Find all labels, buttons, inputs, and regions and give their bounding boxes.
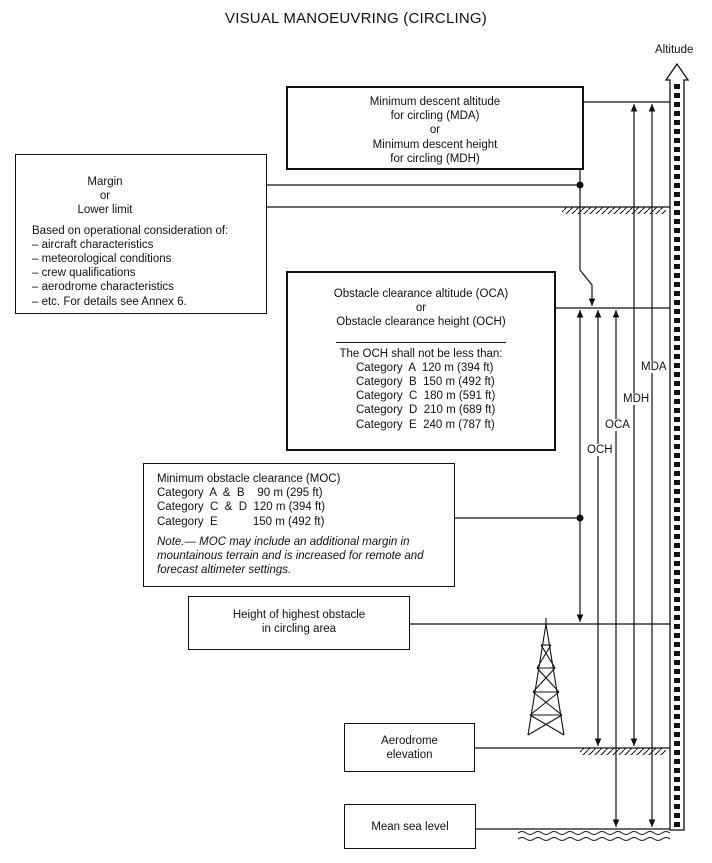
oca-line-1: Obstacle clearance altitude (OCA)	[333, 288, 509, 300]
altitude-axis-label: Altitude	[655, 44, 694, 56]
mdh-label: MDH	[622, 393, 651, 405]
mda-line-5: for circling (MDH)	[390, 152, 480, 165]
aerodrome-hatch	[580, 748, 666, 755]
mda-line-4: Minimum descent height	[372, 138, 498, 151]
och-category-e: Category E 240 m (787 ft)	[356, 418, 495, 431]
mda-line-3: or	[429, 124, 441, 137]
mda-mdh-definition-panel: Minimum descent altitude for circling (M…	[286, 86, 584, 170]
oca-line-2: or	[415, 302, 427, 315]
aerodrome-elevation-box: Aerodrome elevation	[344, 723, 475, 772]
mda-line-1: Minimum descent altitude	[369, 96, 501, 108]
och-category-b: Category B 150 m (492 ft)	[356, 376, 495, 389]
margin-to-oca-arrow	[579, 185, 596, 306]
moc-row-3: Category E 150 m (492 ft)	[157, 515, 325, 528]
margin-intro: Based on operational consideration of:	[32, 224, 229, 237]
och-label: OCH	[586, 444, 614, 456]
margin-title-line-2: or	[99, 190, 111, 203]
ground-hatching	[562, 207, 666, 755]
och-category-c: Category C 180 m (591 ft)	[356, 390, 496, 403]
diagram-title: VISUAL MANOEUVRING (CIRCLING)	[225, 10, 487, 27]
moc-row-2: Category C & D 120 m (394 ft)	[157, 501, 326, 514]
dimension-arrows	[576, 104, 656, 827]
mean-sea-level-box: Mean sea level	[344, 804, 476, 849]
margin-item-2: – meteorological conditions	[32, 253, 172, 266]
oca-line-3: Obstacle clearance height (OCH)	[336, 316, 506, 329]
mda-label: MDA	[640, 361, 668, 373]
margin-item-4: – aerodrome characteristics	[32, 281, 174, 294]
margin-title-line-1: Margin	[87, 176, 123, 188]
och-heading: The OCH shall not be less than:	[339, 347, 503, 360]
moc-note-line-1: Note.— MOC may include an additional mar…	[157, 535, 410, 548]
obstacle-tower-icon	[527, 618, 565, 736]
msl-label: Mean sea level	[371, 821, 449, 833]
sea-waves-icon	[517, 831, 671, 841]
oca-label: OCA	[604, 419, 631, 431]
moc-note-line-2: mountainous terrain and is increased for…	[157, 550, 424, 563]
lower-limit-hatch	[562, 207, 666, 214]
och-category-a: Category A 120 m (394 ft)	[356, 361, 494, 374]
oca-och-box: Obstacle clearance altitude (OCA) or Obs…	[286, 271, 556, 451]
aerodrome-line-2: elevation	[386, 749, 433, 762]
margin-box: Margin or Lower limit Based on operation…	[15, 154, 267, 314]
obstacle-line-2: in circling area	[261, 623, 337, 636]
mda-line-2: for circling (MDA)	[390, 110, 480, 123]
obstacle-line-1: Height of highest obstacle	[232, 609, 366, 621]
moc-box: Minimum obstacle clearance (MOC) Categor…	[143, 463, 455, 587]
oca-divider	[336, 341, 506, 343]
moc-junction-dot	[576, 514, 584, 522]
highest-obstacle-box: Height of highest obstacle in circling a…	[188, 596, 410, 650]
margin-junction-dot	[576, 181, 584, 189]
margin-item-3: – crew qualifications	[32, 267, 136, 280]
aerodrome-line-1: Aerodrome	[381, 735, 438, 747]
margin-item-1: – aircraft characteristics	[32, 238, 154, 251]
margin-title-line-3: Lower limit	[77, 204, 133, 217]
och-category-d: Category D 210 m (689 ft)	[356, 404, 496, 417]
margin-item-5: – etc. For details see Annex 6.	[32, 295, 187, 308]
moc-note-line-3: forecast altimeter settings.	[157, 564, 292, 577]
altitude-axis	[664, 62, 690, 831]
moc-row-1: Category A & B 90 m (295 ft)	[157, 487, 323, 500]
moc-heading: Minimum obstacle clearance (MOC)	[157, 473, 341, 485]
